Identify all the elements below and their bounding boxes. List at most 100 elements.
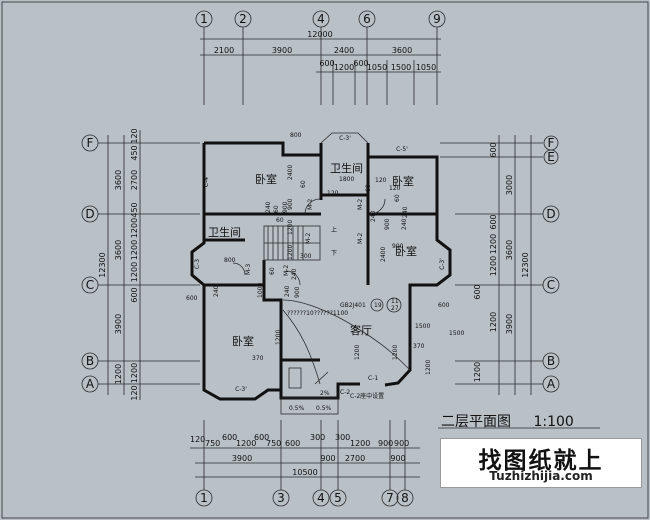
axis-label: F	[548, 136, 555, 150]
dim-text: 3900	[505, 314, 514, 334]
dim-text: 1000	[257, 283, 264, 298]
dim-text: 2700	[130, 170, 139, 190]
dim-text: 3900	[114, 314, 123, 334]
dim-text: 900	[287, 198, 294, 210]
window-label: C-5'	[396, 146, 408, 153]
window-label: C-2	[340, 389, 350, 396]
room-label-bathroom-left: 卫生间	[208, 225, 241, 239]
dim-text: 10500	[292, 468, 317, 477]
dim-text: 1200	[130, 240, 139, 260]
dim-text: 1200	[489, 256, 498, 276]
room-label-bedroom-3: 卧室	[395, 244, 417, 258]
axis-label: 2	[239, 12, 247, 26]
slope-label: 2%	[320, 390, 330, 397]
window-label: C-3	[194, 259, 201, 269]
dim-text: 750	[266, 439, 281, 448]
dim-text: 900	[384, 218, 391, 230]
dim-text: 60	[365, 184, 372, 192]
dim-text: 3600	[505, 240, 514, 260]
dim-text: 60	[394, 194, 401, 202]
dim-text: 600	[254, 433, 269, 442]
door-label: M-3	[245, 264, 252, 275]
bay-window-top	[320, 132, 369, 144]
dim-text: 240	[265, 201, 272, 213]
watermark-en: Tuzhizhijia.com	[489, 469, 593, 483]
axis-label: 1	[200, 12, 208, 26]
dim-text: 1800	[339, 176, 354, 183]
dim-text: 3600	[392, 46, 412, 55]
detail-number: 11	[391, 298, 399, 305]
dim-text: 600	[473, 284, 482, 299]
axis-label: 9	[433, 12, 441, 26]
dim-text: 900	[294, 286, 301, 298]
dim-text: 600	[353, 59, 368, 68]
dim-text: 120	[130, 385, 139, 400]
stairs: 上 下	[263, 225, 337, 261]
dim-text: 3900	[272, 46, 292, 55]
dim-text: 1500	[391, 63, 411, 72]
dim-text: 120	[327, 190, 339, 197]
window-label: C-4	[203, 177, 210, 187]
dim-text: 300	[310, 433, 325, 442]
dim-text: 1200	[350, 439, 370, 448]
drawing-scale: 1:100	[533, 414, 574, 430]
detail-ref: GB2J401	[340, 302, 366, 309]
inner-dims: 800 2400 60 900 120 1800 60 120 1200 120…	[186, 132, 464, 375]
interior-walls	[204, 157, 437, 362]
slope-label: 0.5%	[289, 405, 305, 412]
dim-text: 450	[130, 145, 139, 160]
door-label: M-2	[305, 233, 312, 244]
axis-bubble	[381, 489, 399, 507]
dim-text: 900	[390, 454, 405, 463]
dim-text: 12300	[98, 252, 107, 277]
dim-text: 1500	[449, 330, 464, 337]
dim-text: 1200	[275, 330, 282, 345]
dim-text: 12000	[307, 30, 332, 39]
dim-text: 1200	[130, 363, 139, 383]
living-curve-2	[282, 309, 321, 385]
dim-text: 3600	[114, 240, 123, 260]
dim-text: 120	[190, 435, 205, 444]
dim-text: 900	[394, 439, 409, 448]
dim-text: 370	[413, 343, 425, 350]
dim-text: 1200	[114, 364, 123, 384]
dim-text: 1200	[473, 362, 482, 382]
room-label-living-room: 客厅	[350, 323, 372, 337]
drawing-title-text: 二层平面图	[441, 414, 511, 430]
axis-label: 8	[401, 491, 409, 505]
dim-text: 1200	[130, 218, 139, 238]
axis-label: 6	[363, 12, 371, 26]
axis-label: A	[86, 377, 95, 391]
dim-text: 12300	[521, 252, 530, 277]
dim-text: 900	[282, 201, 289, 213]
dim-text: 370	[252, 355, 264, 362]
dim-text: 1200	[287, 245, 294, 260]
axis-bubbles-bottom: 1 3 4 5 7 8	[195, 489, 414, 507]
dim-text: 3900	[232, 454, 252, 463]
dim-text: 1200	[287, 220, 294, 235]
dims-left: 12300 3600 3600 3900 1200 120 450 2700 4…	[98, 128, 200, 401]
dim-text: 600	[489, 142, 498, 157]
bay-note: C-2座中设置	[350, 392, 384, 400]
axis-label: 4	[317, 12, 325, 26]
dim-text: 1200	[354, 345, 361, 360]
dim-text: 2400	[380, 247, 387, 262]
dim-text: 600	[489, 214, 498, 229]
axis-label: 3	[277, 491, 285, 505]
room-label-bedroom-1: 卧室	[255, 172, 277, 186]
dim-text: 3600	[114, 170, 123, 190]
detail-number: 19	[374, 302, 382, 309]
dim-text: 1050	[367, 63, 387, 72]
axis-label: B	[86, 354, 94, 368]
axis-label: A	[547, 377, 556, 391]
dim-text: 1200	[334, 63, 354, 72]
door-label: M-2	[357, 233, 364, 244]
window-label: C-3'	[235, 386, 247, 393]
doors: M-2 M-2 M-2 M-2 M-3 M-2	[232, 198, 386, 286]
dim-text: 600	[222, 433, 237, 442]
dim-text: 240	[401, 218, 408, 230]
dim-text: 240	[291, 268, 298, 280]
stair-down-label: 下	[331, 250, 337, 257]
dim-text: 120	[130, 128, 139, 143]
axis-bubble	[272, 489, 290, 507]
